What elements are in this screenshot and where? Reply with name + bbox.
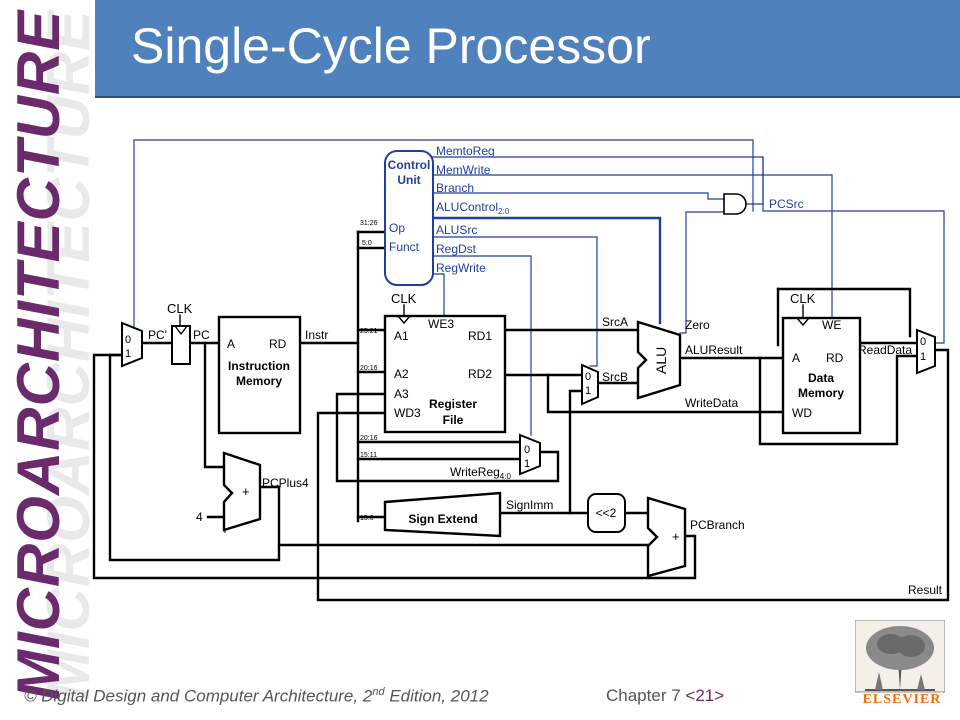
op-label: Op xyxy=(389,221,405,235)
bits-funct: 5:0 xyxy=(362,240,372,247)
data-memory xyxy=(781,316,862,435)
dmem-name-2: Memory xyxy=(798,386,844,400)
readdata-label: ReadData xyxy=(858,343,912,357)
regwrite-label: RegWrite xyxy=(436,261,486,275)
pc-prime-label: PC' xyxy=(148,328,167,342)
result-mux-1: 1 xyxy=(920,351,926,363)
pc-register xyxy=(171,325,191,365)
footer-chapter: Chapter 7 <21> xyxy=(606,686,725,705)
pc-mux xyxy=(121,321,143,368)
rf-rd2: RD2 xyxy=(468,367,492,381)
writereg-label: WriteReg4:0 xyxy=(450,465,511,481)
bits-rs: 25:21 xyxy=(360,328,378,335)
rf-a1: A1 xyxy=(394,329,409,343)
instruction-memory xyxy=(217,315,302,435)
shift-label: <<2 xyxy=(596,506,617,520)
footer-citation: © Digital Design and Computer Architectu… xyxy=(24,686,489,706)
pc-label: PC xyxy=(193,328,210,342)
bits-op: 31:26 xyxy=(360,220,378,227)
footer-page-number: <21> xyxy=(685,686,725,705)
result-label: Result xyxy=(908,583,943,597)
rf-name-1: Register xyxy=(429,397,477,411)
pcbranch-label: PCBranch xyxy=(690,518,745,532)
rf-wd3: WD3 xyxy=(394,406,421,420)
sign-extend-label: Sign Extend xyxy=(408,512,477,526)
and-gate xyxy=(723,193,747,215)
clk-label-regfile: CLK xyxy=(391,291,417,306)
alusrc-label: ALUSrc xyxy=(436,223,477,237)
memtoreg-label: MemtoReg xyxy=(436,144,495,158)
regdst-mux xyxy=(519,433,541,476)
imem-name-2: Memory xyxy=(236,374,282,388)
srcb-mux-0: 0 xyxy=(585,371,591,383)
control-unit-label-2: Unit xyxy=(397,173,420,187)
alucontrol-bus xyxy=(431,216,662,325)
dmem-rd: RD xyxy=(826,351,844,365)
bits-rd: 15:11 xyxy=(360,452,377,459)
result-mux xyxy=(916,328,936,375)
pc-mux-0: 0 xyxy=(125,334,131,346)
pcsrc-label: PCSrc xyxy=(769,197,804,211)
clk-label-pc: CLK xyxy=(167,301,193,316)
regdst-mux-0: 0 xyxy=(524,444,530,456)
rf-rd1: RD1 xyxy=(468,329,492,343)
imem-a: A xyxy=(227,337,235,351)
rf-a2: A2 xyxy=(394,367,409,381)
zero-label: Zero xyxy=(685,318,710,332)
srcb-mux xyxy=(581,363,599,406)
shift-left-2 xyxy=(587,493,626,533)
register-file xyxy=(383,314,507,434)
pcplus4-label: PCPlus4 xyxy=(262,476,309,490)
signimm-label: SignImm xyxy=(506,498,553,512)
pcplus4-plus: + xyxy=(242,484,250,499)
dmem-a: A xyxy=(792,351,800,365)
elsevier-tree-logo xyxy=(855,620,945,693)
control-unit-label-1: Control xyxy=(388,158,431,172)
result-mux-0: 0 xyxy=(920,336,926,348)
rf-name-2: File xyxy=(443,413,464,427)
bits-imm: 15:0 xyxy=(360,515,374,522)
sign-extend xyxy=(383,491,502,538)
dmem-name-1: Data xyxy=(808,371,834,385)
clock-wires xyxy=(179,287,912,533)
regdst-mux-1: 1 xyxy=(524,458,530,470)
alu-label: ALU xyxy=(653,347,669,374)
dmem-we: WE xyxy=(822,318,841,332)
four-label: 4 xyxy=(196,510,203,524)
imem-name-1: Instruction xyxy=(228,359,290,373)
datapath-wires xyxy=(92,230,950,602)
pcbranch-plus: + xyxy=(672,529,680,544)
aluresult-label: ALUResult xyxy=(685,343,743,357)
pc-mux-1: 1 xyxy=(125,348,131,360)
rf-we3: WE3 xyxy=(428,317,454,331)
elsevier-wordmark: ELSEVIER xyxy=(862,692,942,707)
memwrite-label: MemWrite xyxy=(436,163,491,177)
pcplus4-adder xyxy=(222,451,262,532)
srca-label: SrcA xyxy=(602,315,628,329)
regdst-label: RegDst xyxy=(436,242,477,256)
rf-a3: A3 xyxy=(394,387,409,401)
imem-rd: RD xyxy=(269,337,287,351)
slide-title: Single-Cycle Processor xyxy=(131,18,651,74)
instr-label: Instr xyxy=(305,328,328,342)
control-unit xyxy=(384,150,434,286)
bits-rt: 20:16 xyxy=(360,365,378,372)
alucontrol-label: ALUControl2:0 xyxy=(436,200,510,216)
writedata-label: WriteData xyxy=(685,396,738,410)
alu xyxy=(636,320,682,400)
bits-rt2: 20:16 xyxy=(360,435,378,442)
srcb-label: SrcB xyxy=(602,370,628,384)
clk-label-datamem: CLK xyxy=(790,291,816,306)
dmem-wd: WD xyxy=(792,406,812,420)
pcbranch-adder xyxy=(646,496,687,578)
funct-label: Funct xyxy=(389,240,420,254)
srcb-mux-1: 1 xyxy=(585,385,591,397)
title-bar: Single-Cycle Processor xyxy=(95,0,960,98)
branch-label: Branch xyxy=(436,181,474,195)
